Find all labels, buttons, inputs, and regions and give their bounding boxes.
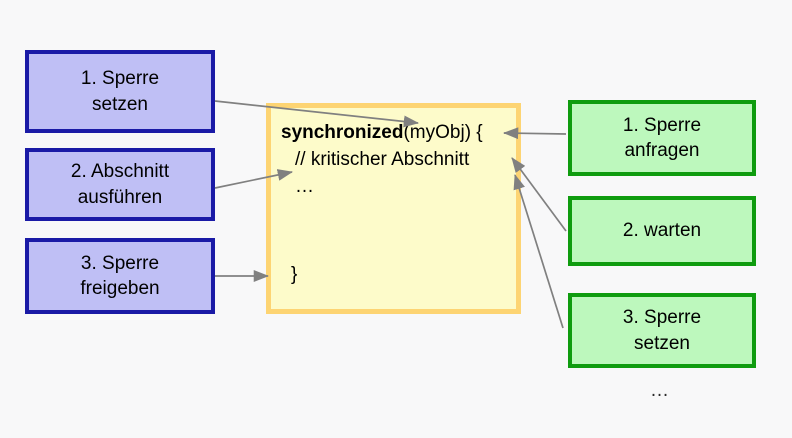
green-node-set-lock: 3. Sperre setzen bbox=[568, 293, 756, 368]
blue-node-release-lock: 3. Sperre freigeben bbox=[25, 238, 215, 314]
code-line-signature-rest: (myObj) { bbox=[403, 122, 483, 143]
green-node-wait: 2. warten bbox=[568, 196, 756, 266]
right-column-ellipsis: … bbox=[650, 380, 670, 401]
synchronized-code-block: synchronized(myObj) { // kritischer Absc… bbox=[266, 103, 521, 314]
code-line-comment: // kritischer Abschnitt bbox=[295, 148, 470, 170]
arrow-set-lock-to-code bbox=[513, 174, 564, 329]
code-keyword-synchronized: synchronized bbox=[281, 122, 404, 143]
blue-node-execute-section: 2. Abschnitt ausführen bbox=[25, 148, 215, 221]
green-node-request-lock: 1. Sperre anfragen bbox=[568, 100, 756, 176]
code-line-synchronized: synchronized(myObj) { bbox=[281, 120, 506, 147]
code-line-ellipsis: … bbox=[295, 175, 314, 197]
blue-node-lock-set: 1. Sperre setzen bbox=[25, 50, 215, 133]
code-line-closing-brace: } bbox=[291, 264, 298, 285]
